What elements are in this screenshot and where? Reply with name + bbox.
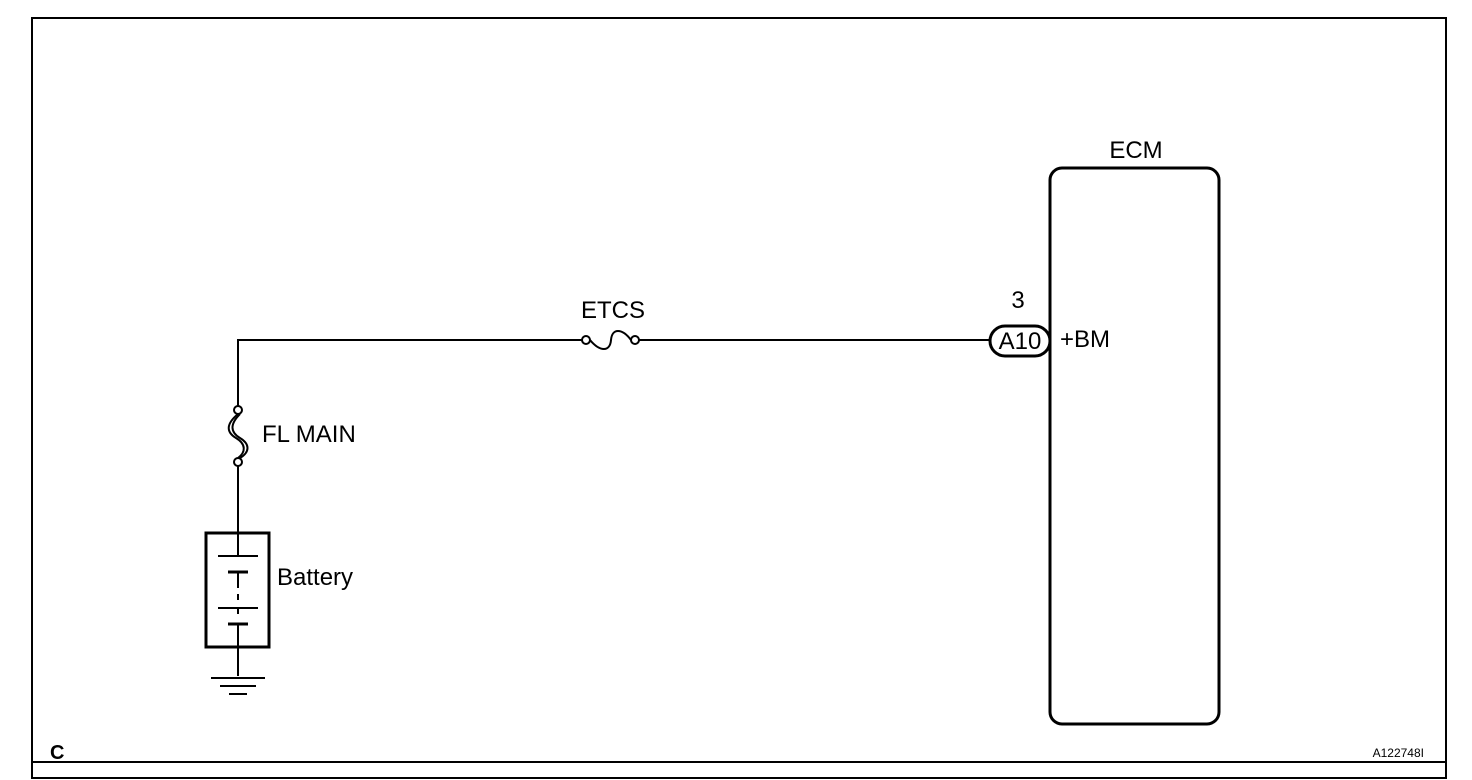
fuse-fl-main-label: FL MAIN bbox=[262, 421, 356, 448]
ecm-label: ECM bbox=[1109, 137, 1162, 164]
figure-id: A122748I bbox=[1373, 746, 1424, 760]
battery-label: Battery bbox=[277, 564, 353, 591]
fuse-fl-main bbox=[227, 405, 249, 467]
terminal-name: +BM bbox=[1060, 326, 1110, 353]
fuse-etcs bbox=[581, 330, 640, 350]
diagram-frame bbox=[31, 17, 1447, 779]
terminal-number: 3 bbox=[1011, 287, 1024, 314]
battery-symbol bbox=[204, 531, 271, 649]
ecm-box bbox=[1048, 166, 1221, 726]
corner-letter: C bbox=[50, 742, 64, 764]
fuse-etcs-label: ETCS bbox=[581, 297, 645, 324]
ground-symbol bbox=[211, 647, 265, 695]
connector-a10 bbox=[988, 324, 1052, 358]
wire-fl-main-to-etcs bbox=[237, 339, 586, 410]
connector-a10-label: A10 bbox=[999, 328, 1042, 355]
